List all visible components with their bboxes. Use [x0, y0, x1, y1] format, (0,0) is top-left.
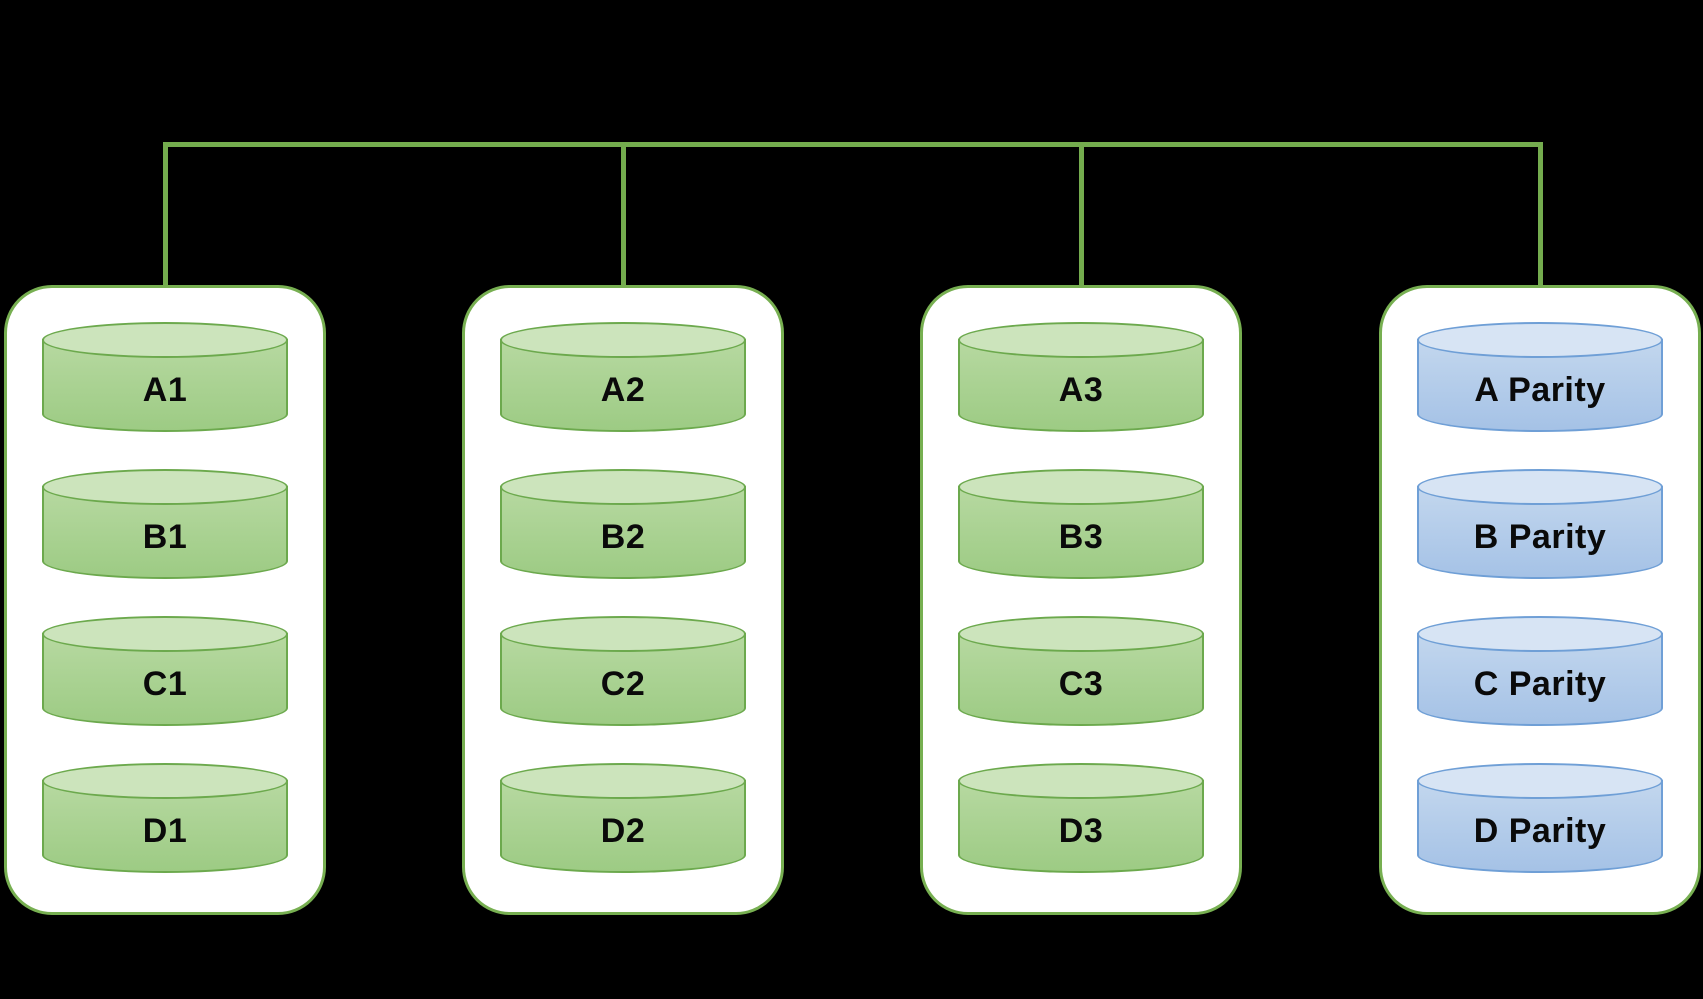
disk-cylinder-a1: A1 — [42, 322, 288, 432]
disk-stack: A2 B2 C2 D2 — [465, 322, 781, 873]
disk-label: A2 — [600, 370, 646, 409]
disk-top-ellipse — [500, 763, 746, 799]
disk-cylinder-d2: D2 — [500, 763, 746, 873]
disk-top-ellipse — [1417, 616, 1663, 652]
disk-cylinder-c2: C2 — [500, 616, 746, 726]
disk-top-ellipse — [42, 616, 288, 652]
disk-top-ellipse — [500, 616, 746, 652]
disk-cylinder-b1: B1 — [42, 469, 288, 579]
disk-enclosure-2: A2 B2 C2 D2 — [462, 285, 784, 915]
disk-cylinder-c3: C3 — [958, 616, 1204, 726]
disk-cylinder-b3: B3 — [958, 469, 1204, 579]
disk-cylinder-c-parity: C Parity — [1417, 616, 1663, 726]
connector-drop-line — [162, 142, 168, 286]
disk-label: A1 — [142, 370, 188, 409]
disk-label: C3 — [1058, 664, 1104, 703]
disk-top-ellipse — [42, 469, 288, 505]
disk-enclosure-1: A1 B1 C1 D1 — [4, 285, 326, 915]
disk-label: D1 — [142, 811, 188, 850]
disk-label: C Parity — [1473, 664, 1607, 703]
disk-enclosure-4: A Parity B Parity C Parity D Parity — [1379, 285, 1701, 915]
disk-enclosure-3: A3 B3 C3 D3 — [920, 285, 1242, 915]
disk-cylinder-a3: A3 — [958, 322, 1204, 432]
disk-cylinder-a-parity: A Parity — [1417, 322, 1663, 432]
disk-label: A Parity — [1474, 370, 1606, 409]
disk-top-ellipse — [1417, 469, 1663, 505]
connector-drop-line — [1537, 142, 1543, 286]
disk-stack: A Parity B Parity C Parity D Parity — [1382, 322, 1698, 873]
disk-body — [1417, 486, 1663, 579]
disk-cylinder-c1: C1 — [42, 616, 288, 726]
disk-top-ellipse — [958, 322, 1204, 358]
disk-top-ellipse — [42, 763, 288, 799]
connector-trunk-line — [162, 142, 1543, 147]
disk-label: C2 — [600, 664, 646, 703]
connector-drop-line — [1078, 142, 1084, 286]
disk-top-ellipse — [500, 322, 746, 358]
disk-top-ellipse — [958, 616, 1204, 652]
disk-top-ellipse — [958, 469, 1204, 505]
disk-label: D2 — [600, 811, 646, 850]
disk-top-ellipse — [1417, 322, 1663, 358]
disk-label: B3 — [1058, 517, 1104, 556]
disk-stack: A3 B3 C3 D3 — [923, 322, 1239, 873]
disk-label: B1 — [142, 517, 188, 556]
disk-label: A3 — [1058, 370, 1104, 409]
disk-top-ellipse — [1417, 763, 1663, 799]
disk-cylinder-b-parity: B Parity — [1417, 469, 1663, 579]
disk-top-ellipse — [500, 469, 746, 505]
disk-label: B2 — [600, 517, 646, 556]
disk-top-ellipse — [42, 322, 288, 358]
disk-cylinder-d1: D1 — [42, 763, 288, 873]
disk-label: C1 — [142, 664, 188, 703]
disk-cylinder-b2: B2 — [500, 469, 746, 579]
disk-top-ellipse — [958, 763, 1204, 799]
disk-label: D3 — [1058, 811, 1104, 850]
connector-drop-line — [620, 142, 626, 286]
disk-stack: A1 B1 C1 D1 — [7, 322, 323, 873]
disk-cylinder-d3: D3 — [958, 763, 1204, 873]
disk-label: B Parity — [1473, 517, 1607, 556]
disk-cylinder-d-parity: D Parity — [1417, 763, 1663, 873]
disk-label: D Parity — [1473, 811, 1607, 850]
disk-cylinder-a2: A2 — [500, 322, 746, 432]
